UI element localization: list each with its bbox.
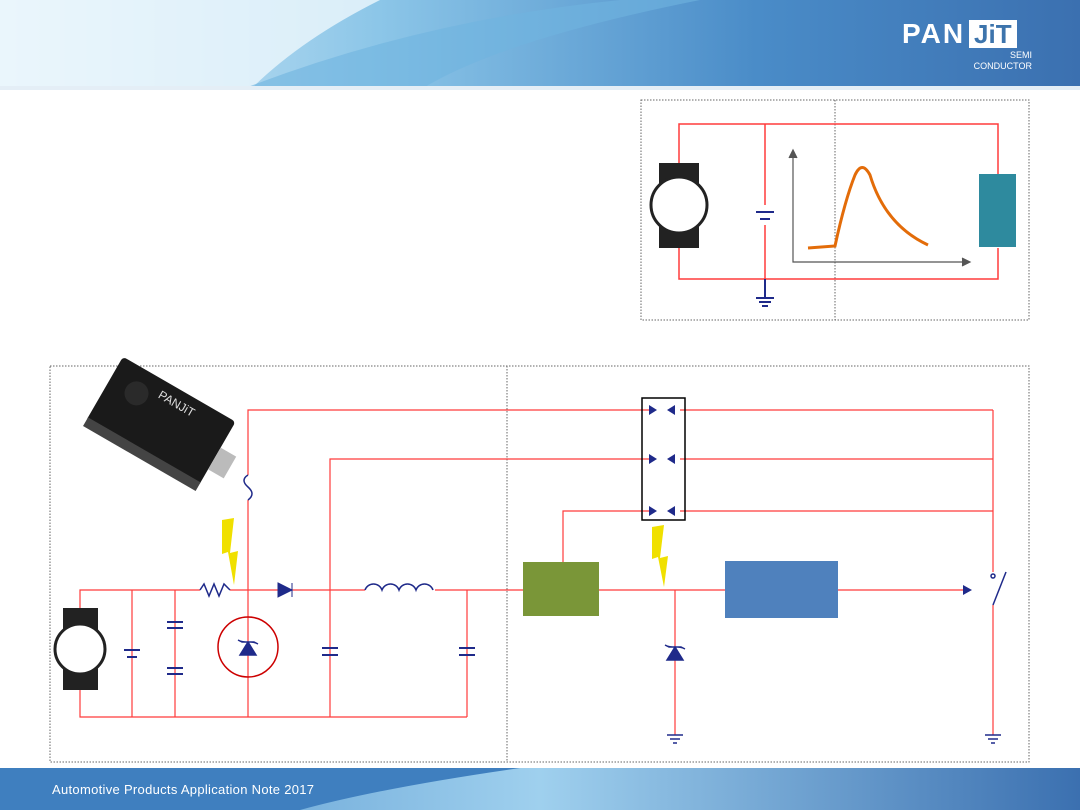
transient-curve [807,166,929,250]
footer-banner [0,768,1080,810]
graph-axes [788,148,972,267]
green-module-block [523,562,599,616]
bottom-wires [79,409,994,735]
header-banner [0,0,1080,90]
battery-icon [756,211,774,307]
smd-package-image: PANJiT [83,358,237,491]
blue-module-block [725,561,838,618]
inductor-icon [364,583,434,593]
load-block [979,174,1016,247]
diode-icon [277,582,294,598]
resistor-icon [199,582,231,598]
logo-text: PAN [902,18,966,49]
zener-diode-icon [664,644,686,661]
footer-text: Automotive Products Application Note 201… [52,782,315,797]
connector-arrows [649,405,972,595]
logo-sub: SEMI [1009,50,1032,60]
lightning-icons [222,518,668,587]
switch-icon [990,571,1007,606]
bottom-diagram-frame [49,365,1030,763]
capacitor-icons [124,621,475,675]
logo-sub: CONDUCTOR [973,61,1032,71]
fuse-icon [243,474,253,501]
connector-box [641,397,686,521]
tvs-diode-icon [237,639,259,656]
motor-icon-bottom [53,608,107,690]
motor-icon [649,163,709,248]
tvs-highlight-circle [217,616,279,678]
top-wires [678,123,999,280]
ground-icons [667,734,1001,744]
logo-text-box: JiT [969,20,1017,48]
